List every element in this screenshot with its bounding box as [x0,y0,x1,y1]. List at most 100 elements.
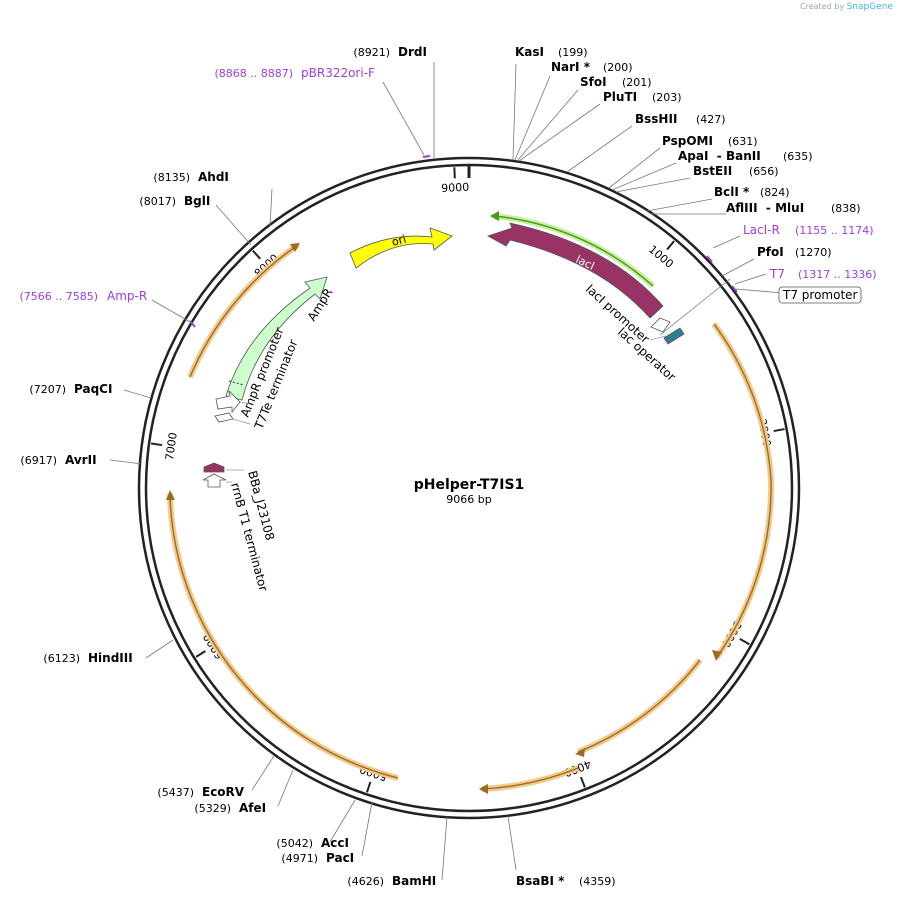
site-ApaI-BanII: ApaI - BanII (635) [678,149,813,163]
svg-text:AfeI: AfeI [239,801,266,815]
svg-text:(8868 .. 8887): (8868 .. 8887) [214,67,293,80]
primer-T7: T7 (1317 .. 1336) [769,267,877,281]
tick-mark [150,442,163,447]
svg-text:(7207): (7207) [29,383,66,396]
orf-arc-2 [576,658,703,755]
ori-label: ori [390,232,407,248]
svg-text:T7 promoter: T7 promoter [782,288,858,302]
orf-arc-1 [711,322,775,659]
svg-text:AflIII - MluI: AflIII - MluI [726,201,804,215]
svg-text:Amp-R: Amp-R [107,289,147,303]
svg-text:(5329): (5329) [194,802,231,815]
site-BstEII: BstEII(656) [693,164,779,178]
svg-text:(5042): (5042) [276,837,313,850]
svg-text:BsaBI *: BsaBI * [516,874,565,888]
svg-text:(635): (635) [783,150,813,163]
primer-labels: (8868 .. 8887) pBR322ori-F LacI-R (1155 ..… [19,66,876,303]
svg-text:PspOMI: PspOMI [662,134,713,148]
primer-Amp-R: (7566 .. 7585)Amp-R [19,289,147,303]
tick-mark [365,781,372,793]
site-EcoRV: (5437) EcoRV [157,785,244,799]
svg-text:(4359): (4359) [579,875,616,888]
site-KasI: KasI (199) [515,45,588,59]
site-BsaBI: BsaBI * (4359) [516,874,616,888]
svg-text:(1317 .. 1336): (1317 .. 1336) [798,268,877,281]
site-DrdI: (8921)DrdI [353,45,427,59]
svg-text:(6123): (6123) [43,652,80,665]
svg-text:(200): (200) [603,61,633,74]
snapgene-watermark: Created by SnapGene [800,2,893,12]
rrnB-feature: BBa_J23108 rrnB T1 terminator [202,462,277,593]
svg-text:NarI *: NarI * [551,60,591,74]
tick-mark [453,167,456,179]
svg-text:PfoI: PfoI [757,245,784,259]
tick-mark [579,776,586,788]
site-PspOMI: PspOMI (631) [662,134,758,148]
svg-text:HindIII: HindIII [88,651,133,665]
orf-arrowhead [712,650,722,661]
plasmid-length: 9066 bp [446,493,491,506]
svg-text:(631): (631) [728,135,758,148]
svg-text:BssHII: BssHII [635,112,677,126]
svg-text:(838): (838) [831,202,861,215]
svg-text:(8135): (8135) [153,171,190,184]
site-SfoI: SfoI(201) [580,75,652,89]
svg-text:PacI: PacI [326,851,354,865]
orf-arrowhead [479,784,488,794]
AmpR-promoter-marker [215,389,241,414]
svg-text:(199): (199) [558,46,588,59]
tick-mark [666,240,675,251]
lacI-promoter-arc [490,211,656,289]
leader-lines [109,62,784,881]
lac-operator-marker [663,327,685,345]
svg-text:BamHI: BamHI [392,874,436,888]
site-BclI: BclI *(824) [714,185,790,199]
tick-label: 1000 [646,243,676,271]
svg-text:EcoRV: EcoRV [202,785,245,799]
orf-arrowhead [166,490,175,500]
site-BglI: (8017) BglI [139,194,210,208]
BBa-J23108-marker [203,462,225,473]
site-PaqCI: (7207) PaqCI [29,382,112,396]
svg-text:(4626): (4626) [347,875,384,888]
svg-text:PaqCI: PaqCI [74,382,112,396]
orf-arrowhead [575,748,585,757]
ori-feature: ori [349,227,453,269]
plasmid-name: pHelper-T7IS1 [414,477,525,493]
site-AvrII: (6917) AvrII [20,453,96,467]
site-PfoI: PfoI(1270) [757,245,832,259]
tick-mark [195,650,206,658]
svg-text:BglI: BglI [184,194,210,208]
site-AfeI: (5329) AfeI [194,801,266,815]
site-PluTI: PluTI (203) [603,90,682,104]
svg-text:(203): (203) [652,91,682,104]
svg-text:pBR322ori-F: pBR322ori-F [301,66,375,80]
svg-text:(5437): (5437) [157,786,194,799]
svg-text:(8017): (8017) [139,195,176,208]
T7Te-terminator-marker [214,412,234,423]
site-AhdI: (8135) AhdI [153,170,228,184]
svg-text:(1155 .. 1174): (1155 .. 1174) [795,224,874,237]
svg-text:ApaI - BanII: ApaI - BanII [678,149,761,163]
site-NarI: NarI * (200) [551,60,633,74]
primer-LacI-R: LacI-R (1155 .. 1174) [743,223,874,237]
rrnB-T1-terminator-marker [202,473,227,488]
svg-text:(6917): (6917) [20,454,57,467]
svg-text:LacI-R: LacI-R [743,223,780,237]
svg-text:KasI: KasI [515,45,544,59]
svg-text:AhdI: AhdI [198,170,229,184]
site-AflIII-MluI: AflIII - MluI (838) [726,201,861,215]
tick-label: 9000 [441,181,470,195]
lacI-promoter-marker [650,317,671,333]
svg-text:BclI *: BclI * [714,185,750,199]
svg-text:(8921): (8921) [353,46,390,59]
svg-text:(201): (201) [622,76,652,89]
site-PacI: (4971)PacI [281,851,354,865]
svg-text:T7: T7 [769,267,785,281]
primer-pBR322ori-F: (8868 .. 8887) pBR322ori-F [214,66,375,80]
svg-text:AvrII: AvrII [65,453,97,467]
site-HindIII: (6123) HindIII [43,651,132,665]
watermark-created-by: Created by [800,2,845,11]
svg-text:PluTI: PluTI [603,90,637,104]
